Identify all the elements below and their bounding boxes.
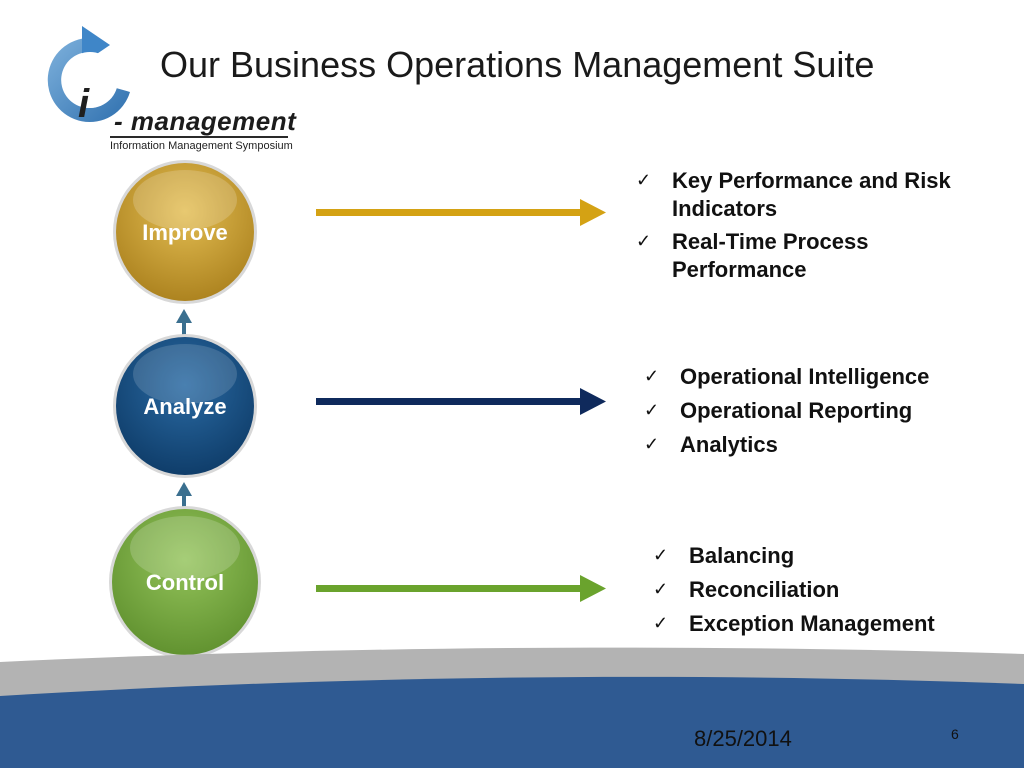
stage-analyze-circle: Analyze (113, 334, 257, 478)
checkmark-icon: ✓ (644, 366, 660, 386)
footer-band (0, 647, 1024, 768)
list-item: Balancing (689, 543, 795, 568)
logo-wordmark: - management (114, 106, 297, 136)
checkmark-icon: ✓ (653, 579, 669, 599)
list-item: Key Performance and Risk Indicators (672, 168, 951, 221)
slide-date: 8/25/2014 (694, 726, 792, 751)
arrow-control (316, 575, 606, 602)
checkmark-icon: ✓ (636, 170, 652, 190)
checkmark-icon: ✓ (644, 434, 660, 454)
logo: i - management Information Management Sy… (30, 20, 300, 152)
checkmark-icon: ✓ (644, 400, 660, 420)
list-item: Analytics (680, 432, 778, 457)
page-number: 6 (951, 726, 959, 742)
logo-underline (110, 136, 288, 138)
list-item: Reconciliation (689, 577, 840, 602)
list-item: Operational Intelligence (680, 364, 930, 389)
stage-analyze-label: Analyze (143, 394, 226, 419)
checkmark-icon: ✓ (636, 231, 652, 251)
stage-control-label: Control (146, 570, 224, 595)
logo-letter-i: i (78, 82, 90, 126)
stage-control-circle: Control (109, 506, 261, 658)
arrow-analyze (316, 388, 606, 415)
slide-title: Our Business Operations Management Suite (160, 44, 875, 85)
arrow-improve (316, 199, 606, 226)
checkmark-icon: ✓ (653, 545, 669, 565)
list-item: Operational Reporting (680, 398, 913, 423)
stage-improve-label: Improve (142, 220, 228, 245)
logo-tagline: Information Management Symposium (110, 140, 293, 152)
list-item: Real-Time Process Performance (672, 229, 869, 282)
stage-improve-circle: Improve (113, 160, 257, 304)
circular-arrow-icon (47, 26, 130, 122)
list-item: Exception Management (689, 611, 935, 636)
checkmark-icon: ✓ (653, 613, 669, 633)
